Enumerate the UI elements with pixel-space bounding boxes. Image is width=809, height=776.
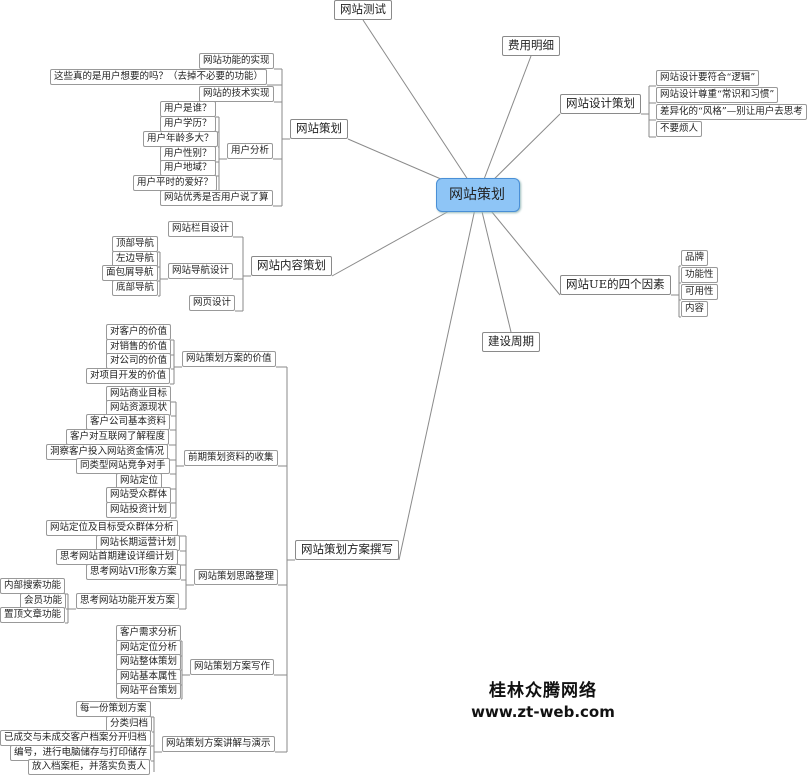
thinking-vi[interactable]: 思考网站VI形象方案 [86,564,181,580]
design-item-style[interactable]: 差异化的“风格”—别让用户去思考 [656,104,807,120]
root-connector [398,194,479,561]
content-nav-design[interactable]: 网站导航设计 [168,263,234,279]
ue-item-content[interactable]: 内容 [681,301,709,317]
branch-website-test[interactable]: 网站测试 [334,0,392,20]
content-column-design[interactable]: 网站栏目设计 [168,221,234,237]
nav-breadcrumb[interactable]: 面包屑导航 [102,265,158,281]
value-customer[interactable]: 对客户的价值 [106,324,172,340]
collect-internet-knowledge[interactable]: 客户对互联网了解程度 [66,429,170,445]
collect-company-info[interactable]: 客户公司基本资料 [86,414,171,430]
collect-competitor[interactable]: 同类型网站竞争对手 [76,458,170,474]
root-node[interactable]: 网站策划 [436,178,520,212]
brand-url[interactable]: www.zt-web.com [471,703,615,721]
brand-watermark: 桂林众腾网络 www.zt-web.com [458,676,628,721]
root-connector [362,19,479,196]
function-sticky-post[interactable]: 置顶文章功能 [0,607,66,623]
user-analysis-region[interactable]: 用户地域？ [160,160,216,176]
design-item-logic[interactable]: 网站设计要符合“逻辑” [656,70,760,86]
root-connector [477,194,512,333]
planning-tech[interactable]: 网站的技术实现 [199,86,274,102]
thinking-first-phase[interactable]: 思考网站首期建设详细计划 [56,549,179,565]
thinking-positioning[interactable]: 网站定位及目标受众群体分析 [46,520,178,536]
branch-website-planning[interactable]: 网站策划 [290,119,348,139]
thinking-function-plan[interactable]: 思考网站功能开发方案 [76,593,180,609]
user-analysis-who[interactable]: 用户是谁？ [160,101,216,117]
present-cabinet[interactable]: 放入档案柜，并落实负责人 [28,759,151,775]
branch-plan-writing[interactable]: 网站策划方案撰写 [295,540,399,560]
user-analysis-education[interactable]: 用户学历？ [160,116,216,132]
writing-value[interactable]: 网站策划方案的价值 [182,351,276,367]
planning-user-decides[interactable]: 网站优秀是否用户说了算 [160,190,273,206]
branch-ue-factors[interactable]: 网站UE的四个因素 [560,275,671,295]
function-search[interactable]: 内部搜索功能 [0,578,66,594]
value-dev[interactable]: 对项目开发的价值 [86,368,171,384]
draft-platform[interactable]: 网站平台策划 [116,683,182,699]
ue-item-function[interactable]: 功能性 [681,267,718,283]
present-each-plan[interactable]: 每一份策划方案 [76,701,151,717]
design-item-habits[interactable]: 网站设计尊重“常识和习惯” [656,87,779,103]
writing-present[interactable]: 网站策划方案讲解与演示 [162,736,275,752]
ue-item-usability[interactable]: 可用性 [681,284,718,300]
design-item-annoying[interactable]: 不要烦人 [656,121,703,137]
present-separate-archive[interactable]: 已成交与未成交客户档案分开归档 [0,730,151,746]
branch-build-cycle[interactable]: 建设周期 [482,332,540,352]
nav-bottom[interactable]: 底部导航 [112,280,159,296]
branch-website-design[interactable]: 网站设计策划 [560,94,641,114]
collect-investment[interactable]: 网站投资计划 [106,502,172,518]
draft-overall[interactable]: 网站整体策划 [116,654,182,670]
ue-item-brand[interactable]: 品牌 [681,250,709,266]
brand-name: 桂林众腾网络 [489,681,597,701]
writing-collect[interactable]: 前期策划资料的收集 [184,450,278,466]
root-connector [477,55,532,196]
value-company[interactable]: 对公司的价值 [106,353,172,369]
planning-function[interactable]: 网站功能的实现 [199,53,274,69]
nav-left[interactable]: 左边导航 [112,251,159,267]
planning-user-analysis[interactable]: 用户分析 [227,143,274,159]
writing-draft[interactable]: 网站策划方案写作 [190,659,275,675]
nav-top[interactable]: 顶部导航 [112,236,159,252]
writing-thinking[interactable]: 网站策划思路整理 [194,569,279,585]
planning-user-needs[interactable]: 这些真的是用户想要的吗？（去掉不必要的功能） [50,69,268,85]
branch-cost-detail[interactable]: 费用明细 [502,36,560,56]
user-analysis-age[interactable]: 用户年龄多大？ [143,131,218,147]
user-analysis-hobby[interactable]: 用户平时的爱好？ [133,175,218,191]
collect-audience[interactable]: 网站受众群体 [106,487,172,503]
draft-needs[interactable]: 客户需求分析 [116,625,182,641]
branch-content-planning[interactable]: 网站内容策划 [251,256,332,276]
content-page-design[interactable]: 网页设计 [189,295,236,311]
